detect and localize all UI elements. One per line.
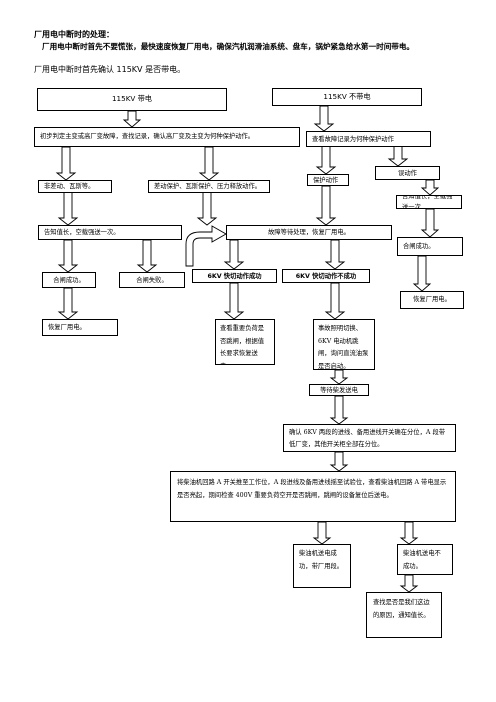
- arrow-down: [223, 282, 245, 320]
- box-wait-diesel: 等待柴发送电: [309, 384, 369, 396]
- box-diesel-success: 柴油机送电成功，带厂用段。: [293, 544, 351, 588]
- box-initial-check: 初步判定主变或高厂变故障，查找记录，确认高厂变及主变为何种保护动作。: [34, 127, 300, 147]
- box-check-fault-record: 查看故障记录为何种保护动作: [306, 131, 431, 147]
- arrow-down: [324, 239, 346, 270]
- arrow-down: [57, 287, 79, 320]
- box-close-success-right: 合闸成功。: [397, 237, 463, 256]
- arrow-down: [329, 451, 349, 472]
- arrow-down: [399, 521, 419, 545]
- box-confirm-6kv-positions: 确认 6KV 两段的进线、备用进线开关确在分位，A 段带低厂变，其他开关柜全部在…: [283, 424, 456, 452]
- arrow-down: [420, 179, 440, 196]
- arrow-down: [315, 145, 337, 175]
- arrow-down: [122, 110, 142, 128]
- box-accident-handling: 事故照明切换、6KV 电动机跳闸，询问直流油泵是否启动。: [313, 319, 375, 370]
- box-115kv-on: 115KV 带电: [37, 88, 227, 111]
- box-diesel-fail: 柴油机送电不成功。: [397, 544, 453, 575]
- box-protection-action: 保护动作: [307, 174, 349, 186]
- box-non-differential: 非差动、瓦斯等。: [38, 180, 112, 193]
- arrow-down: [329, 369, 349, 385]
- arrow-down: [136, 239, 158, 273]
- box-differential-protection: 差动保护、瓦斯保护、压力释放动作。: [148, 180, 270, 193]
- box-check-important-loads: 查看重要负荷是否跳闸，根据值长要求恢复送电。: [215, 319, 275, 365]
- box-close-failed: 合闸失败。: [119, 272, 185, 288]
- arrow-down: [196, 191, 218, 226]
- arrow-down: [223, 239, 245, 270]
- box-restore-right: 恢复厂用电。: [400, 291, 464, 309]
- arrow-down: [57, 191, 79, 226]
- confirm-text: 厂用电中断时首先确认 115KV 是否带电。: [34, 65, 186, 74]
- arrow-down: [198, 146, 220, 181]
- arrow-down: [420, 208, 440, 238]
- arrow-down: [412, 255, 432, 292]
- arrow-down: [313, 105, 335, 132]
- box-115kv-off: 115KV 不带电: [272, 88, 422, 106]
- box-diesel-operations: 将柴油机回路 A 开关推至工作位，A 段进线及备用进线摇至试验位，查看柴油机回路…: [170, 471, 456, 522]
- arrow-down: [387, 145, 409, 167]
- box-notify-chief-left: 告知值长，空载强送一次。: [38, 225, 182, 240]
- arrow-down: [55, 146, 77, 181]
- arrow-down: [57, 239, 79, 273]
- box-6kv-switch-fail: 6KV 快切动作不成功: [282, 269, 370, 283]
- box-notify-chief-right: 告知值长，空载强送一次: [396, 195, 462, 209]
- box-close-success-left: 合闸成功。: [42, 272, 96, 288]
- arrow-down: [399, 574, 419, 593]
- box-diesel-fail-investigate: 查找是否是我们这边的原因，通知值长。: [366, 592, 442, 638]
- arrow-down: [329, 395, 349, 425]
- box-fault-wait: 故障等待处理，恢复厂用电。: [226, 225, 392, 240]
- bent-arrow: [185, 225, 227, 267]
- box-misoperation: 误动作: [375, 166, 440, 180]
- arrow-down: [315, 185, 337, 226]
- page-title: 厂用电中断时的处理：: [34, 30, 114, 39]
- principle-text: 厂用电中断时首先不要慌张，最快速度恢复厂用电，确保汽机润滑油系统、盘车，锅炉紧急…: [42, 42, 415, 51]
- arrow-down: [324, 282, 346, 320]
- arrow-down: [312, 521, 332, 545]
- box-restore-left: 恢复厂用电。: [42, 319, 118, 336]
- box-6kv-switch-success: 6KV 快切动作成功: [192, 269, 277, 283]
